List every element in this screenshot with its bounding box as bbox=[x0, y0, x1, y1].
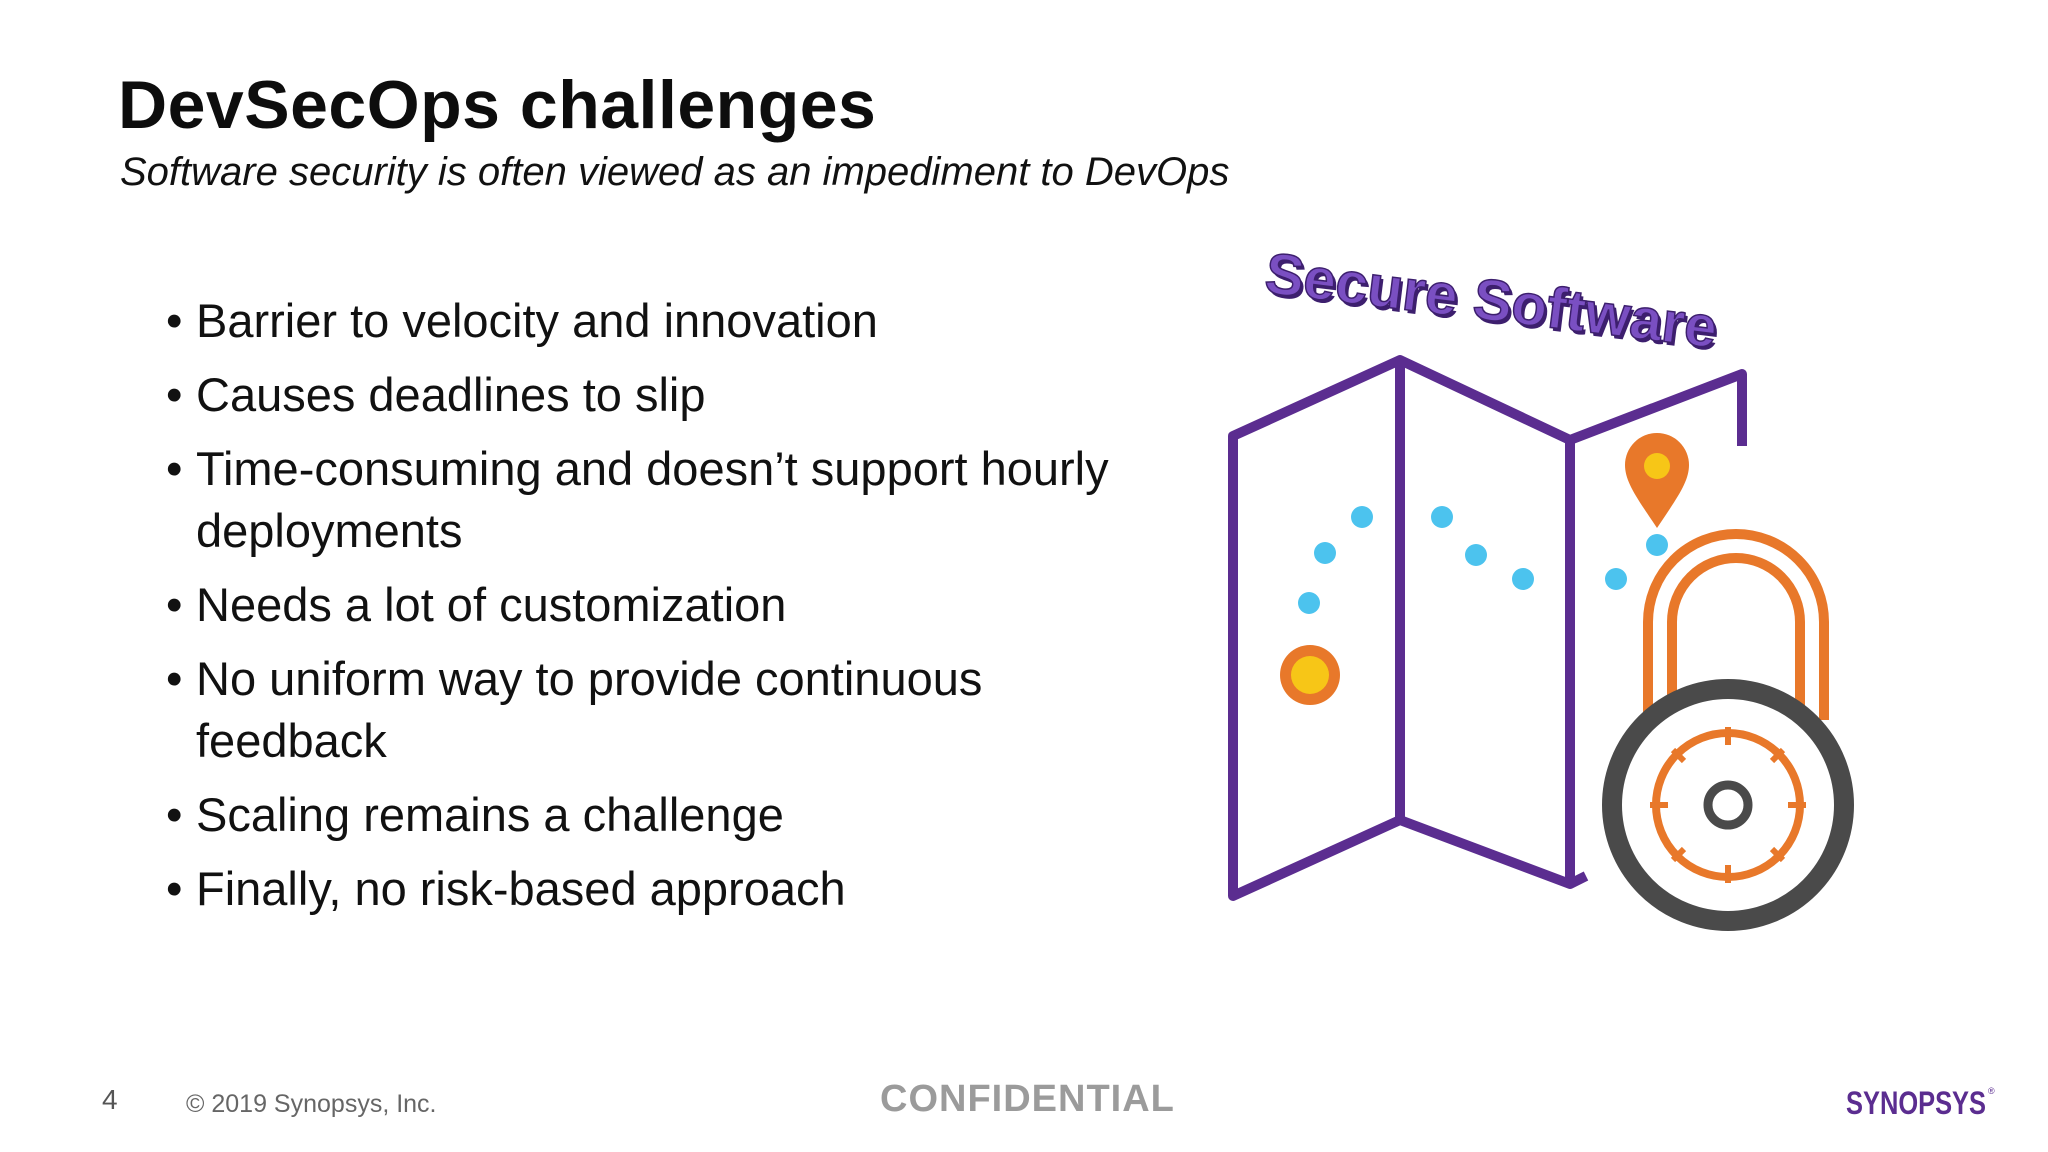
banner-text: Secure Software bbox=[1262, 250, 1721, 361]
bullet-item: •Barrier to velocity and innovation bbox=[166, 290, 1126, 352]
bullet-item: •Scaling remains a challenge bbox=[166, 784, 1126, 846]
start-point-icon bbox=[1280, 645, 1340, 705]
bullet-marker: • bbox=[166, 368, 183, 421]
secure-software-illustration: Secure Software Secure Software bbox=[1228, 250, 1854, 931]
bullet-text: Barrier to velocity and innovation bbox=[196, 294, 878, 347]
bullet-list: •Barrier to velocity and innovation •Cau… bbox=[166, 290, 1126, 932]
bullet-marker: • bbox=[166, 788, 183, 841]
bullet-marker: • bbox=[166, 442, 183, 495]
bullet-text: Time-consuming and doesn’t support hourl… bbox=[196, 442, 1109, 557]
bullet-text: Scaling remains a challenge bbox=[196, 788, 784, 841]
bullet-item: •Needs a lot of customization bbox=[166, 574, 1126, 636]
bullet-text: No uniform way to provide continuous fee… bbox=[196, 652, 983, 767]
svg-text:®: ® bbox=[1988, 1086, 1995, 1096]
bullet-marker: • bbox=[166, 578, 183, 631]
synopsys-logo: SYNOPSYS ® bbox=[1846, 1085, 1995, 1121]
copyright-text: © 2019 Synopsys, Inc. bbox=[186, 1090, 437, 1118]
bullet-text: Causes deadlines to slip bbox=[196, 368, 706, 421]
slide-title: DevSecOps challenges bbox=[118, 67, 877, 143]
page-number: 4 bbox=[102, 1084, 118, 1115]
bullet-item: •Causes deadlines to slip bbox=[166, 364, 1126, 426]
location-pin-icon bbox=[1625, 433, 1689, 528]
secure-software-banner: Secure Software Secure Software bbox=[1261, 250, 1723, 364]
route-dots bbox=[1298, 506, 1668, 614]
confidential-label: CONFIDENTIAL bbox=[880, 1078, 1175, 1120]
bullet-item: •Time-consuming and doesn’t support hour… bbox=[166, 438, 1126, 562]
bullet-item: •No uniform way to provide continuous fe… bbox=[166, 648, 1126, 772]
bullet-item: •Finally, no risk-based approach bbox=[166, 858, 1126, 920]
combination-padlock-icon bbox=[1602, 529, 1854, 931]
bullet-marker: • bbox=[166, 652, 183, 705]
bullet-marker: • bbox=[166, 862, 183, 915]
bullet-text: Finally, no risk-based approach bbox=[196, 862, 846, 915]
folded-map-icon bbox=[1228, 355, 1747, 901]
slide-subtitle: Software security is often viewed as an … bbox=[120, 150, 1230, 194]
logo-text: SYNOPSYS bbox=[1846, 1085, 1986, 1121]
bullet-text: Needs a lot of customization bbox=[196, 578, 787, 631]
bullet-marker: • bbox=[166, 294, 183, 347]
